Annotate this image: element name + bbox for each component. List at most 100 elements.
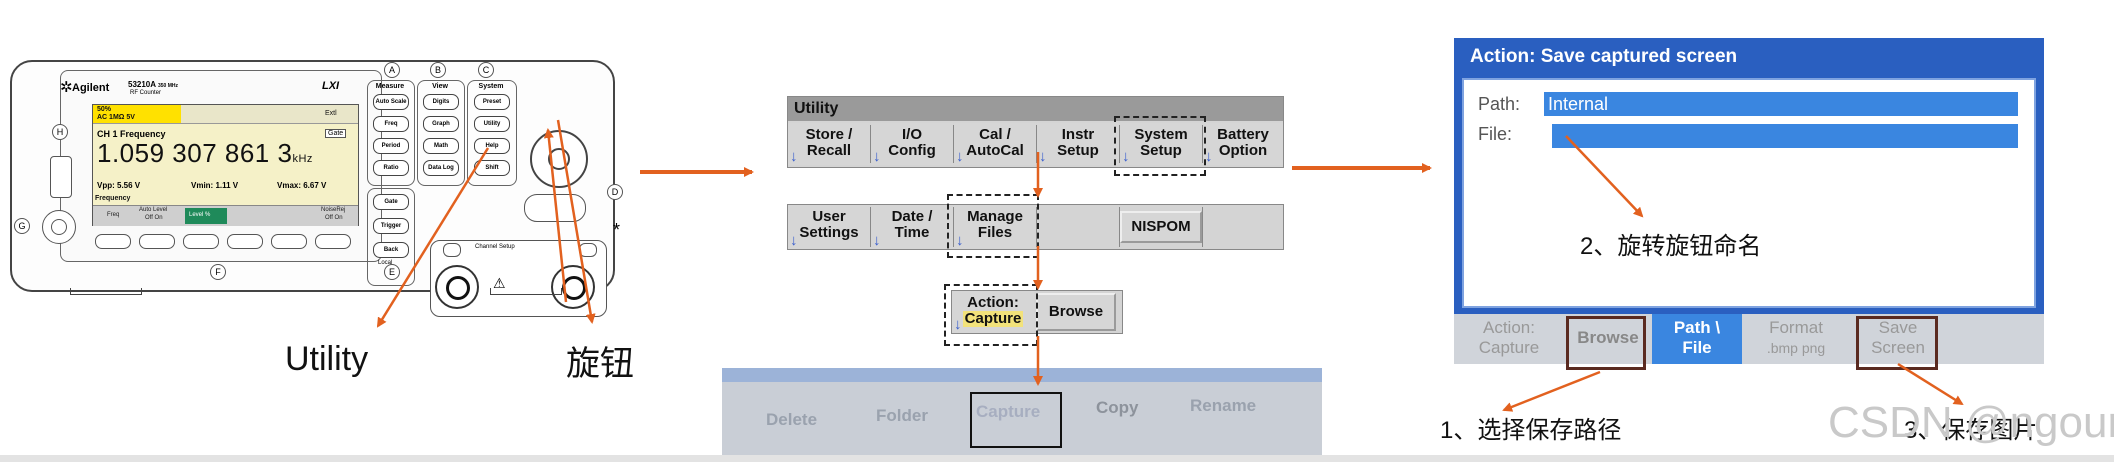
gate-indicator: Gate	[325, 129, 347, 138]
down-arrow-icon: ↓	[1039, 148, 1047, 165]
channel-1-key[interactable]	[443, 243, 461, 257]
action-capture-button[interactable]: Action: Capture ↓	[952, 291, 1034, 333]
rotary-knob[interactable]	[530, 130, 588, 188]
label-b: B	[430, 62, 446, 78]
step-1-note: 1、选择保存路径	[1440, 417, 1622, 444]
down-arrow-icon: ↓	[956, 232, 964, 249]
channel-input-panel: Channel Setup ⚠	[430, 240, 607, 317]
store-recall-button[interactable]: Store /Recall↓	[788, 123, 870, 165]
file-name-field[interactable]	[1552, 124, 2018, 148]
channel-2-key[interactable]	[579, 243, 597, 257]
arrow-keys[interactable]	[524, 194, 586, 222]
label-d: D	[607, 184, 623, 200]
delete-option[interactable]: Delete	[766, 410, 818, 429]
data-log-key[interactable]: Data Log	[423, 160, 459, 176]
down-arrow-icon: ↓	[1205, 148, 1213, 165]
ratio-key[interactable]: Ratio	[373, 160, 409, 176]
usb-port	[50, 156, 72, 198]
softkey-6[interactable]	[315, 234, 351, 249]
gate-key[interactable]: Gate	[373, 194, 409, 210]
soft-label-level: Level %	[185, 208, 227, 224]
action-capture-softkey[interactable]: Action:Capture	[1478, 318, 1540, 357]
graph-key[interactable]: Graph	[423, 116, 459, 132]
capture-option[interactable]: Capture	[976, 402, 1041, 421]
file-bar-header	[722, 368, 1322, 382]
watermark: CSDN @ngour-	[1828, 398, 2114, 447]
softkey-row	[95, 234, 360, 249]
soft-label-off-on: Off On	[145, 215, 163, 221]
browse-softkey[interactable]: Browse	[1577, 328, 1639, 347]
status-percent: 50%	[97, 106, 112, 113]
measure-heading: Measure	[375, 83, 405, 90]
label-a: A	[384, 62, 400, 78]
trigger-key[interactable]: Trigger	[373, 218, 409, 234]
path-field[interactable]: Internal	[1544, 92, 2018, 116]
status-highlight	[93, 105, 181, 123]
save-screen-highlight	[1856, 316, 1938, 370]
freq-key[interactable]: Freq	[373, 116, 409, 132]
math-key[interactable]: Math	[423, 138, 459, 154]
dialog-title: Action: Save captured screen	[1470, 46, 1738, 67]
softkey-3[interactable]	[183, 234, 219, 249]
digits-key[interactable]: Digits	[423, 94, 459, 110]
frequency-menu-label: Frequency	[95, 195, 131, 202]
step-2-note: 2、旋转旋钮命名	[1580, 233, 1762, 260]
auto-scale-key[interactable]: Auto Scale	[373, 94, 409, 110]
knob-callout-label: 旋钮	[566, 345, 634, 383]
folder-option[interactable]: Folder	[876, 406, 928, 425]
soft-label-noise-rej: NoiseRej	[321, 207, 346, 213]
help-key[interactable]: Help	[474, 138, 510, 154]
path-label: Path:	[1478, 94, 1521, 114]
date-time-button[interactable]: Date /Time↓	[871, 205, 953, 249]
back-key[interactable]: Back	[373, 242, 409, 258]
preset-key[interactable]: Preset	[474, 94, 510, 110]
status-extl: Extl	[325, 110, 337, 117]
label-g: G	[14, 218, 30, 234]
vmin-readout: Vmin: 1.11 V	[191, 181, 239, 190]
browse-highlight	[1566, 316, 1646, 370]
foot-left	[70, 288, 142, 295]
measurement-value: 1.059 307 861 3kHz	[97, 138, 313, 168]
system-setup-highlight	[1114, 116, 1206, 176]
file-label: File:	[1478, 124, 1513, 144]
nispom-button[interactable]: NISPOM	[1120, 211, 1202, 243]
browse-button[interactable]: Browse	[1036, 293, 1116, 331]
dialog-softkeys: Action:Capture Browse Path \File Format.…	[1454, 314, 2044, 364]
instrument-display: 50% AC 1MΩ 5V Extl CH 1 Frequency Gate 1…	[92, 104, 359, 226]
soft-label-auto-level: Auto Level	[139, 207, 168, 213]
softkey-2[interactable]	[139, 234, 175, 249]
system-heading: System	[478, 83, 504, 90]
down-arrow-icon: ↓	[956, 148, 964, 165]
vpp-readout: Vpp: 5.56 V	[97, 181, 141, 190]
channel-label: CH 1 Frequency	[97, 129, 166, 139]
lxi-logo: LXI	[322, 80, 340, 92]
path-file-softkey[interactable]: Path \File	[1652, 314, 1742, 364]
label-h: H	[52, 124, 68, 140]
rename-option[interactable]: Rename	[1190, 396, 1257, 415]
status-coupling: AC 1MΩ 5V	[97, 114, 135, 121]
period-key[interactable]: Period	[373, 138, 409, 154]
power-button-core	[51, 219, 67, 235]
utility-key[interactable]: Utility	[474, 116, 510, 132]
softkey-4[interactable]	[227, 234, 263, 249]
copy-option[interactable]: Copy	[1096, 398, 1139, 417]
capture-option-highlight	[970, 392, 1062, 448]
bnc-input-2-icon	[551, 265, 595, 309]
bnc-input-1-icon	[435, 265, 479, 309]
foot-right	[490, 288, 562, 295]
softkey-5[interactable]	[271, 234, 307, 249]
shift-key[interactable]: Shift	[474, 160, 510, 176]
softkey-1[interactable]	[95, 234, 131, 249]
soft-label-off-on-2: Off On	[325, 215, 343, 221]
display-softkey-labels: Freq Auto Level Off On Level % NoiseRej …	[93, 205, 358, 226]
format-softkey[interactable]: Format.bmp png	[1766, 318, 1826, 356]
cal-autocal-button[interactable]: Cal /AutoCal↓	[954, 123, 1036, 165]
